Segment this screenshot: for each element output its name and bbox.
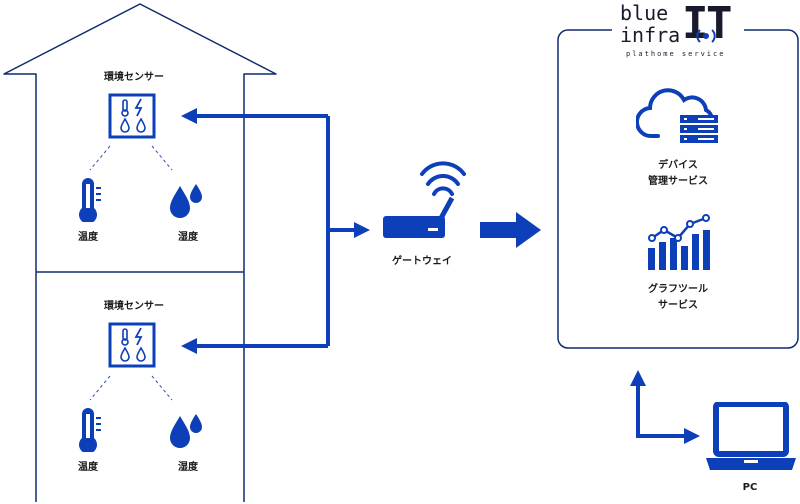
- arrow-to-sensor-2: [181, 338, 197, 354]
- humid-label-floor-1: 湿度: [178, 232, 198, 243]
- pc-label: PC: [742, 482, 758, 493]
- brand-infra: infra: [620, 23, 681, 47]
- env-sensor-icon: [108, 93, 156, 139]
- graph-service-line1: グラフツール: [648, 284, 708, 295]
- arrow-to-pc: [684, 428, 700, 444]
- sensor-link-humid-2: [151, 375, 173, 401]
- device-service-line2: 管理サービス: [648, 176, 708, 187]
- gateway-icon: [383, 161, 466, 238]
- bar-chart-icon: [648, 214, 710, 270]
- cloud-server-icon: [636, 88, 718, 143]
- sensor-link-humid-1: [151, 145, 173, 171]
- signal-logo-icon: [696, 29, 716, 43]
- sensor-link-thermo-1: [89, 145, 111, 171]
- water-drops-icon: [170, 414, 202, 448]
- gateway-connector: [196, 114, 356, 348]
- brand-tagline: plathome service: [626, 50, 726, 58]
- thermometer-icon: [79, 408, 101, 452]
- graph-service-line2: サービス: [658, 300, 698, 311]
- sensor-link-thermo-2: [89, 375, 111, 401]
- brand-letter-i: I: [682, 0, 709, 49]
- sensor-label-floor-2: 環境センサー: [104, 301, 164, 312]
- sensor-label-floor-1: 環境センサー: [104, 72, 164, 83]
- thermometer-icon: [79, 178, 101, 222]
- brand-backdrop: [612, 0, 744, 62]
- water-drops-icon: [170, 184, 202, 218]
- cloud-pc-connector: [636, 386, 684, 438]
- gateway-label: ゲートウェイ: [392, 256, 452, 267]
- thermo-label-floor-2: 温度: [78, 462, 98, 473]
- env-sensor-icon: [108, 322, 156, 368]
- arrow-to-cloud: [630, 370, 646, 386]
- brand-letter-t: T: [706, 0, 733, 49]
- house-outline: [3, 3, 277, 502]
- arrow-to-sensor-1: [181, 108, 197, 124]
- arrow-to-gateway: [354, 222, 370, 238]
- laptop-icon: [706, 402, 796, 470]
- thermo-label-floor-1: 温度: [78, 232, 98, 243]
- humid-label-floor-2: 湿度: [178, 462, 198, 473]
- brand-blue: blue: [620, 1, 669, 25]
- device-service-line1: デバイス: [658, 160, 698, 171]
- arrow-gateway-to-cloud: [480, 212, 541, 248]
